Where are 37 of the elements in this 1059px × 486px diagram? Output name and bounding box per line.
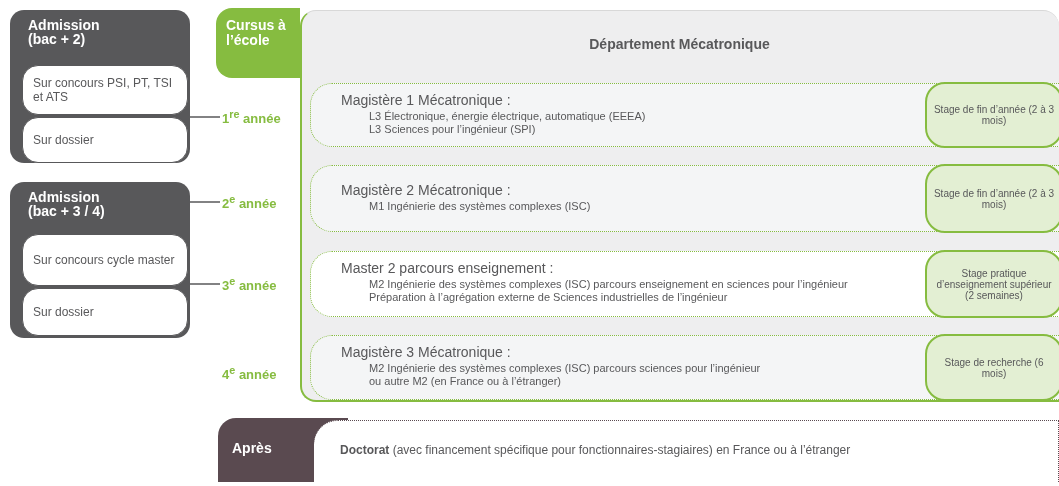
program-title: Magistère 2 Mécatronique : — [341, 182, 511, 198]
band-text: Doctorat (avec financement spécifique pour fonctionnaires-stagiaires) en France ou à l’étranger — [314, 420, 1059, 482]
program-title: Magistère 3 Mécatronique : — [341, 344, 511, 360]
year-label: 3$^{e}$ année — [222, 275, 294, 293]
connector-line — [189, 201, 221, 203]
internship-box: Stage pratique d’enseignement supérieur (2 semaines) — [925, 250, 1059, 318]
year-label: 1$^{re}$ année — [222, 108, 294, 126]
program-detail: M1 Ingénierie des systèmes complexes (ISC) — [369, 200, 591, 212]
year-label: 2$^{e}$ année — [222, 193, 294, 211]
connector-line — [189, 116, 221, 118]
option-box: Sur concours PSI, PT, TSI et ATS — [22, 65, 188, 115]
program-title: Master 2 parcours enseignement : — [341, 260, 554, 276]
tab-heading: Cursus à l’école — [216, 8, 300, 78]
connector-line — [189, 283, 221, 285]
program-detail: L3 Sciences pour l’ingénieur (SPI) — [369, 123, 536, 135]
program-detail: Préparation à l’agrégation externe de Sciences industrielles de l’ingénieur — [369, 291, 728, 303]
panel-heading: Admission (bac + 2) — [28, 18, 101, 46]
admission-panel — [10, 10, 190, 163]
program-row — [310, 251, 1059, 317]
program-detail: ou autre M2 (en France ou à l’étranger) — [369, 375, 561, 387]
option-box: Sur dossier — [22, 288, 188, 336]
program-row — [310, 335, 1059, 400]
panel-heading: Admission (bac + 3 / 4) — [28, 190, 106, 218]
panel-heading: Département Mécatronique — [588, 36, 771, 52]
program-title: Magistère 1 Mécatronique : — [341, 92, 511, 108]
option-box: Sur concours cycle master — [22, 234, 188, 286]
option-box: Sur dossier — [22, 117, 188, 163]
year-label: 4$^{e}$ année — [222, 364, 278, 383]
program-row — [310, 165, 1059, 232]
program-detail: M2 Ingénierie des systèmes complexes (ISC) parcours sciences pour l’ingénieur — [369, 362, 761, 374]
internship-box: Stage de fin d’année (2 à 3 mois) — [925, 82, 1059, 148]
internship-box: Stage de recherche (6 mois) — [925, 334, 1059, 401]
program-detail: M2 Ingénierie des systèmes complexes (ISC) parcours enseignement en sciences pour l’ingénieur — [369, 278, 848, 290]
admission-panel — [10, 182, 190, 338]
program-row — [310, 83, 1059, 147]
program-detail: L3 Électronique, énergie électrique, automatique (EEEA) — [369, 110, 646, 122]
internship-box: Stage de fin d’année (2 à 3 mois) — [925, 164, 1059, 233]
